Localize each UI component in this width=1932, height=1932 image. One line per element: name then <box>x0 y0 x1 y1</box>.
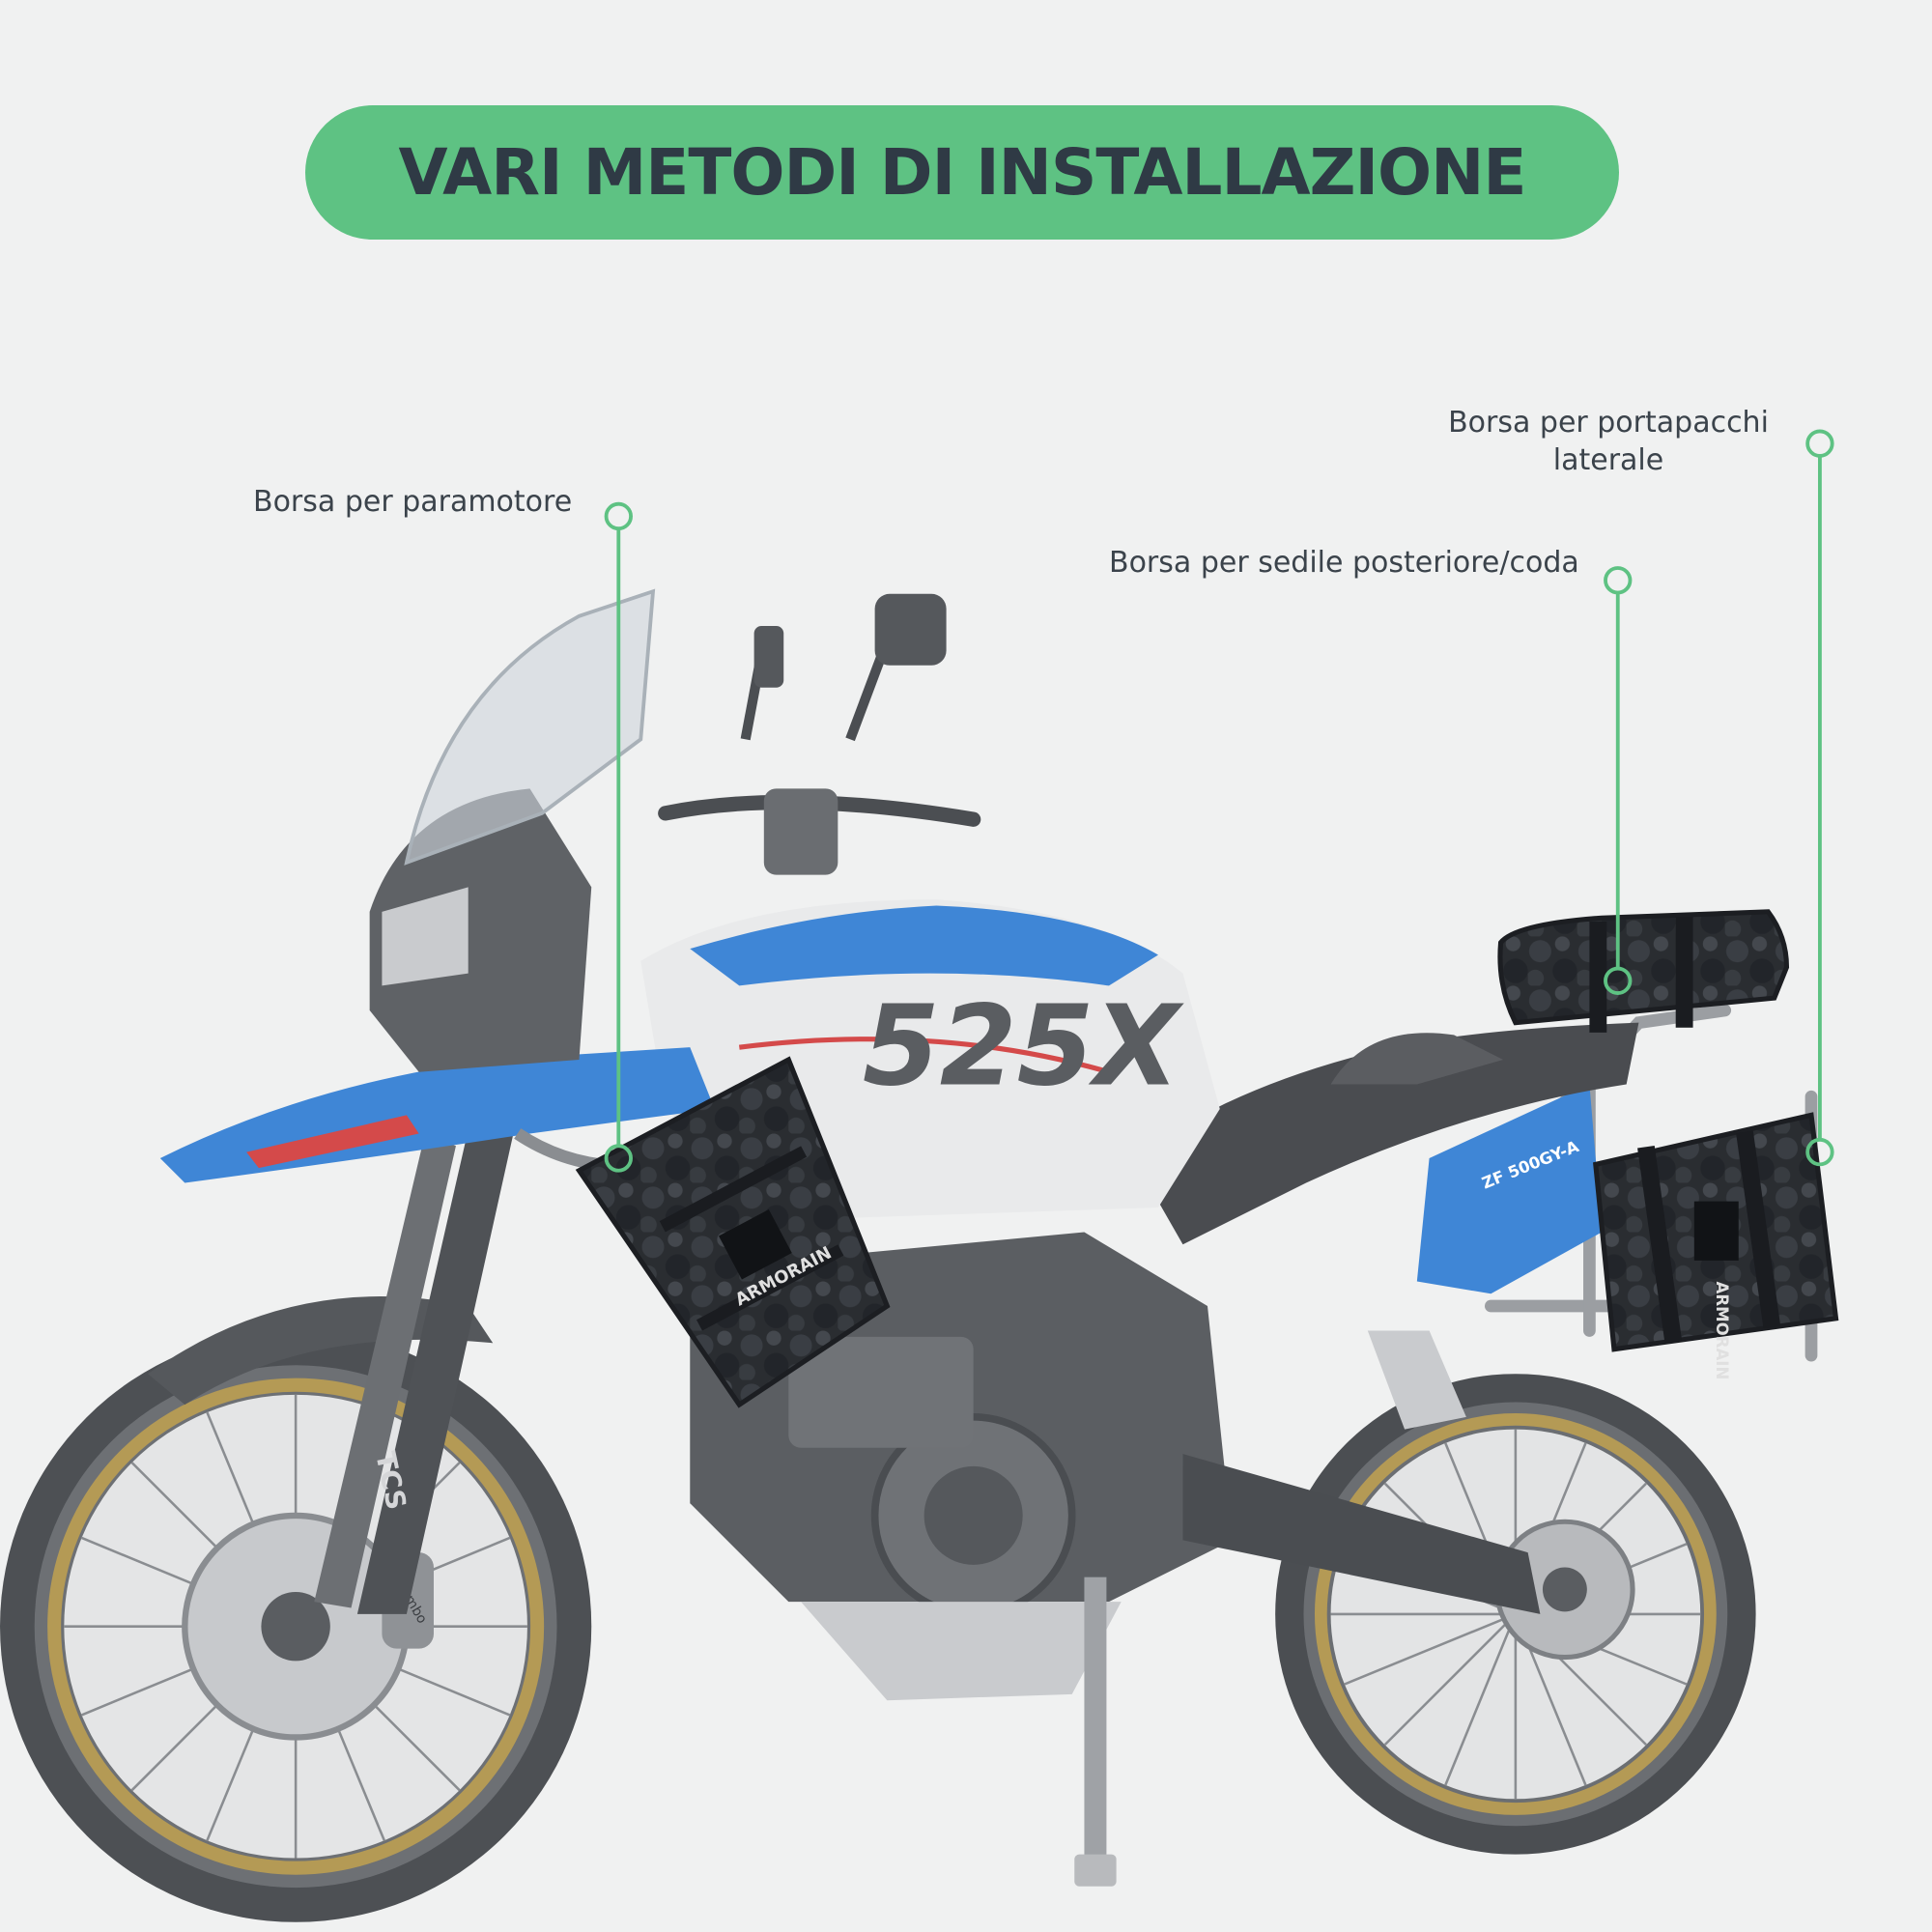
callout-engine-top-dot <box>604 501 633 531</box>
callout-seat-top-dot <box>1604 566 1633 595</box>
callout-rear-seat-bag <box>1604 566 1633 995</box>
seat <box>1133 1022 1639 1245</box>
callout-side-rack-bag-label: Borsa per portapacchi laterale <box>1430 404 1787 479</box>
callout-rear-seat-bag-label: Borsa per sedile posteriore/coda <box>1109 546 1579 580</box>
rear-seat-bag <box>1497 909 1790 1033</box>
callout-rack-top-dot <box>1805 429 1834 458</box>
callout-engine-end-dot <box>604 1144 633 1173</box>
engine-guard-bag: ARMORAIN <box>575 1056 891 1408</box>
handlebar <box>658 593 981 875</box>
side-bag-brand: ARMORAIN <box>1713 1282 1731 1380</box>
callout-engine-guard-bag-label: Borsa per paramotore <box>253 485 573 519</box>
side-rack-bag: ARMORAIN <box>1593 1112 1839 1380</box>
front-wheel: brembo <box>0 1330 592 1922</box>
swingarm <box>1182 1454 1541 1614</box>
headlight-fairing <box>369 788 592 1072</box>
rear-wheel <box>1275 1374 1756 1855</box>
left-mirror <box>753 625 784 688</box>
callout-side-rack-bag-line2: laterale <box>1552 443 1664 477</box>
tank-logo: 525X <box>863 981 1185 1111</box>
callout-side-rack-bag-line1: Borsa per portapacchi <box>1448 406 1769 440</box>
callout-engine-guard-bag <box>604 501 633 1173</box>
front-fork: TCS <box>314 1102 518 1614</box>
rear-side-panel <box>1416 1084 1603 1294</box>
windscreen <box>404 588 656 866</box>
page-title: VARI METODI DI INSTALLAZIONE <box>398 135 1527 210</box>
right-mirror <box>874 593 947 666</box>
callout-side-rack-bag <box>1805 429 1834 1167</box>
kickstand <box>1084 1577 1107 1861</box>
hand-guard <box>763 788 838 875</box>
title-banner: VARI METODI DI INSTALLAZIONE <box>305 105 1619 240</box>
skid-plate <box>801 1602 1122 1701</box>
callout-rack-end-dot <box>1805 1137 1834 1167</box>
callout-seat-end-dot <box>1604 966 1633 995</box>
